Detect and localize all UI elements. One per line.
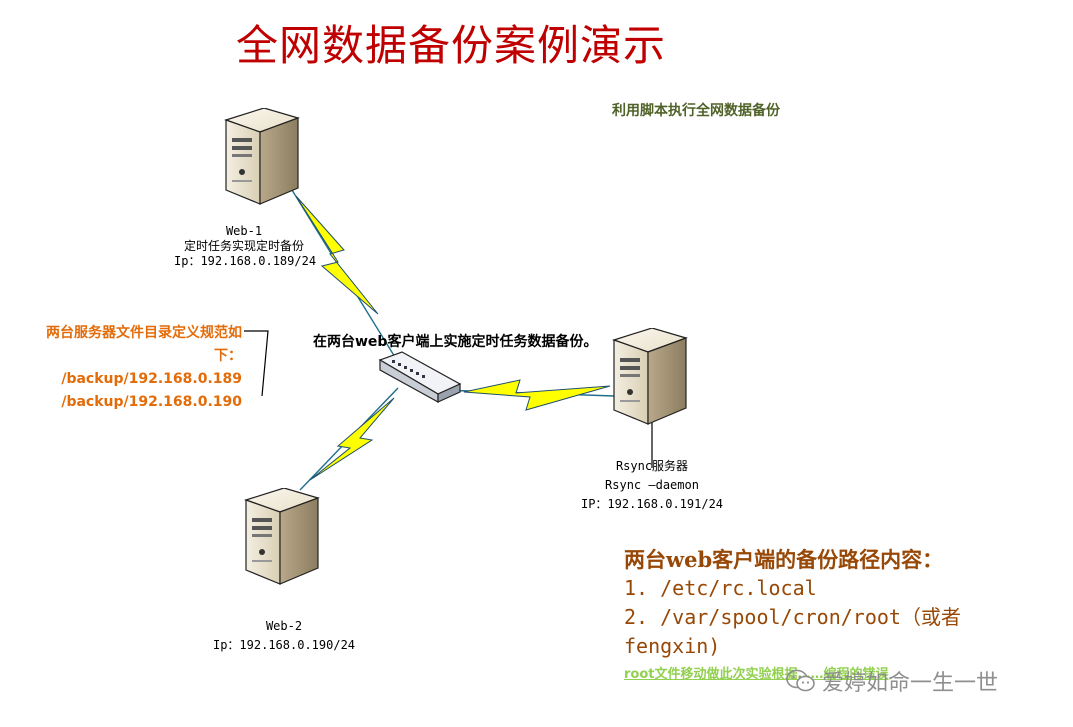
watermark-text: 爱婷如命一生一世 bbox=[822, 671, 999, 696]
paths-heading: 两台web客户端的备份路径内容： bbox=[624, 547, 944, 572]
path-item-2-cont: fengxin) bbox=[624, 634, 721, 658]
footnote: root文件移动做此次实验根据……编程的错误 bbox=[624, 667, 889, 682]
server-icon bbox=[613, 328, 687, 425]
lightning-bolt-icon bbox=[309, 397, 395, 481]
path-item-2: 2. /var/spool/cron/root（或者 bbox=[624, 605, 961, 629]
rsync-name: Rsync服务器 bbox=[615, 459, 689, 473]
dir-note-line1: 两台服务器文件目录定义规范如 bbox=[46, 325, 242, 341]
diagram-subtitle: 利用脚本执行全网数据备份 bbox=[612, 103, 780, 119]
lightning-bolt-icon bbox=[463, 379, 611, 411]
page-title: 全网数据备份案例演示 bbox=[236, 21, 667, 70]
rsync-daemon: Rsync –daemon bbox=[605, 478, 699, 492]
rsync-label: Rsync服务器 Rsync –daemon IP：192.168.0.191/… bbox=[566, 457, 738, 514]
path-item-1: 1. /etc/rc.local bbox=[624, 576, 817, 600]
lightning-bolt-icon bbox=[295, 195, 379, 315]
dir-path-189: /backup/192.168.0.189 bbox=[61, 371, 242, 387]
switch-icon bbox=[378, 351, 462, 404]
web1-desc: 定时任务实现定时备份 bbox=[183, 239, 304, 253]
web1-ip: Ip：192.168.0.189/24 bbox=[174, 254, 317, 268]
rsync-ip: IP：192.168.0.191/24 bbox=[580, 497, 724, 511]
server-icon bbox=[245, 488, 319, 585]
dir-note-line2: 下： bbox=[214, 348, 242, 364]
web1-name: Web-1 bbox=[225, 224, 263, 238]
web1-label: Web-1 定时任务实现定时备份 Ip：192.168.0.189/24 bbox=[174, 224, 317, 269]
switch-label: 在两台web客户端上实施定时任务数据备份。 bbox=[313, 334, 598, 350]
web2-name: Web-2 bbox=[265, 619, 303, 633]
directory-note: 两台服务器文件目录定义规范如 下： /backup/192.168.0.189 … bbox=[12, 322, 242, 414]
server-icon bbox=[225, 108, 299, 205]
dir-path-190: /backup/192.168.0.190 bbox=[61, 394, 242, 410]
watermark: 爱婷如命一生一世 bbox=[786, 665, 998, 697]
backup-paths: 两台web客户端的备份路径内容： 1. /etc/rc.local 2. /va… bbox=[624, 545, 961, 661]
wechat-icon bbox=[786, 669, 815, 692]
web2-label: Web-2 Ip：192.168.0.190/24 bbox=[196, 617, 372, 655]
web2-ip: Ip：192.168.0.190/24 bbox=[212, 638, 356, 652]
